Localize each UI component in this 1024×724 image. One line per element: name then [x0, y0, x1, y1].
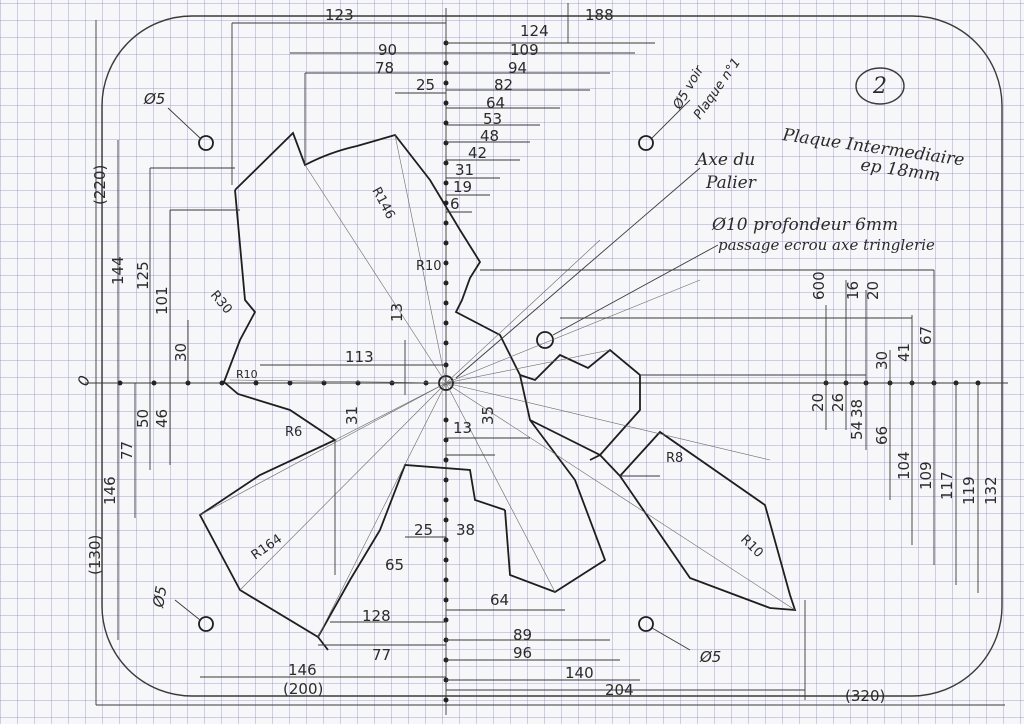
right-dimension-lines	[446, 269, 979, 700]
hole-bottom-right	[638, 616, 654, 632]
dim-31-top: 31	[455, 161, 474, 179]
dim-50: 50	[134, 409, 152, 428]
radius-r10-left: R10	[236, 368, 258, 381]
dim-41: 41	[895, 343, 913, 362]
radius-r30: R30	[207, 288, 235, 317]
part-upper-left-lobe	[234, 131, 521, 376]
dim-31-mid: 31	[343, 406, 361, 425]
phi5-bottom-right-label: Ø5	[699, 648, 721, 666]
dim-65: 65	[385, 556, 404, 574]
part-bottom-center-lobe	[504, 374, 607, 594]
radius-r146: R146	[368, 185, 397, 222]
dim-125: 125	[134, 261, 152, 290]
dim-77-bottom: 77	[372, 646, 391, 664]
axe-du-palier-line1: Axe du	[694, 150, 755, 170]
dim-20-upper: 20	[864, 281, 882, 300]
dim-109-right: 109	[917, 461, 935, 490]
phi10-note-line2: passage ecrou axe tringlerie	[718, 236, 935, 254]
dim-30-right: 30	[873, 351, 891, 370]
radius-r10-top: R10	[416, 259, 442, 274]
dim-13-vertical: 13	[388, 303, 406, 322]
radius-r8: R8	[666, 451, 683, 466]
part-left-flank	[198, 189, 506, 639]
phi5-voir-line2: Plaque n°1	[691, 55, 744, 122]
radius-r164: R164	[249, 532, 285, 564]
dim-77-left: 77	[118, 441, 136, 460]
dim-113: 113	[345, 348, 374, 366]
axe-du-palier-line2: Palier	[705, 173, 757, 193]
leader-arrows	[167, 99, 719, 651]
dim-67: 67	[917, 326, 935, 345]
dim-64-top: 64	[486, 94, 505, 112]
dim-109: 109	[510, 41, 539, 59]
dim-128: 128	[362, 607, 391, 625]
axis-dots	[117, 40, 981, 703]
dim-46: 46	[153, 409, 171, 428]
dim-204: 204	[605, 681, 634, 699]
hole-bottom-left	[198, 616, 214, 632]
dim-35: 35	[479, 406, 497, 425]
plate-outline	[101, 15, 1003, 697]
dim-124: 124	[520, 22, 549, 40]
dim-13-horizontal: 13	[453, 419, 472, 437]
dim-96: 96	[513, 644, 532, 662]
dim-89: 89	[513, 626, 532, 644]
phi10-note-line1: Ø10 profondeur 6mm	[711, 215, 898, 235]
dim-600: 600	[810, 271, 828, 300]
radius-r6: R6	[285, 425, 302, 440]
dim-101: 101	[153, 286, 171, 315]
dim-25-mid: 25	[414, 521, 433, 539]
axis-zero-mark: 0	[74, 373, 94, 388]
sheet-number: 2	[872, 74, 887, 99]
dim-146-bottom: 146	[288, 661, 317, 679]
hole-top-right	[638, 135, 654, 151]
left-dimension-lines	[95, 20, 1005, 706]
phi5-top-left-label: Ø5	[143, 90, 165, 108]
dim-78: 78	[375, 59, 394, 77]
dim-lower-width-ref: (200)	[283, 680, 323, 698]
dim-82: 82	[494, 76, 513, 94]
dim-height-ref: (220)	[91, 165, 109, 205]
dim-26: 26	[829, 393, 847, 412]
dim-19: 19	[453, 178, 472, 196]
part-center-connector	[529, 419, 621, 477]
dim-6: 6	[450, 195, 460, 213]
dim-144: 144	[109, 256, 127, 285]
top-dimension-lines	[231, 3, 655, 213]
dim-146-left: 146	[101, 476, 119, 505]
hole-top-left	[198, 135, 214, 151]
dim-38-right: 38	[848, 399, 866, 418]
dim-132: 132	[982, 476, 1000, 505]
part-lower-left-edge	[317, 636, 329, 651]
dim-lower-height-ref: (130)	[86, 535, 104, 575]
part-right-lower-lobe	[619, 430, 797, 612]
dim-66: 66	[873, 426, 891, 445]
dim-42: 42	[468, 144, 487, 162]
dim-90: 90	[378, 41, 397, 59]
dim-width-ref: (320)	[845, 687, 885, 705]
dim-140: 140	[565, 664, 594, 682]
dim-123: 123	[325, 6, 354, 24]
construction-lines	[199, 134, 796, 638]
dim-188: 188	[585, 6, 614, 24]
dim-30-left: 30	[172, 343, 190, 362]
dim-48: 48	[480, 127, 499, 145]
phi5-bottom-left-label: Ø5	[149, 585, 171, 610]
dim-54: 54	[848, 421, 866, 440]
dim-94: 94	[508, 59, 527, 77]
dim-20-lower: 20	[809, 393, 827, 412]
dim-25-top: 25	[416, 76, 435, 94]
dim-53: 53	[483, 110, 502, 128]
radius-r10-bottom: R10	[737, 532, 766, 561]
sheet-number-circle	[855, 67, 905, 105]
dim-16: 16	[844, 281, 862, 300]
dim-64-bottom: 64	[490, 591, 509, 609]
hole-phi10	[536, 331, 554, 349]
dim-117: 117	[938, 471, 956, 500]
dim-38-mid: 38	[456, 521, 475, 539]
dim-119: 119	[960, 476, 978, 505]
dim-104: 104	[895, 451, 913, 480]
